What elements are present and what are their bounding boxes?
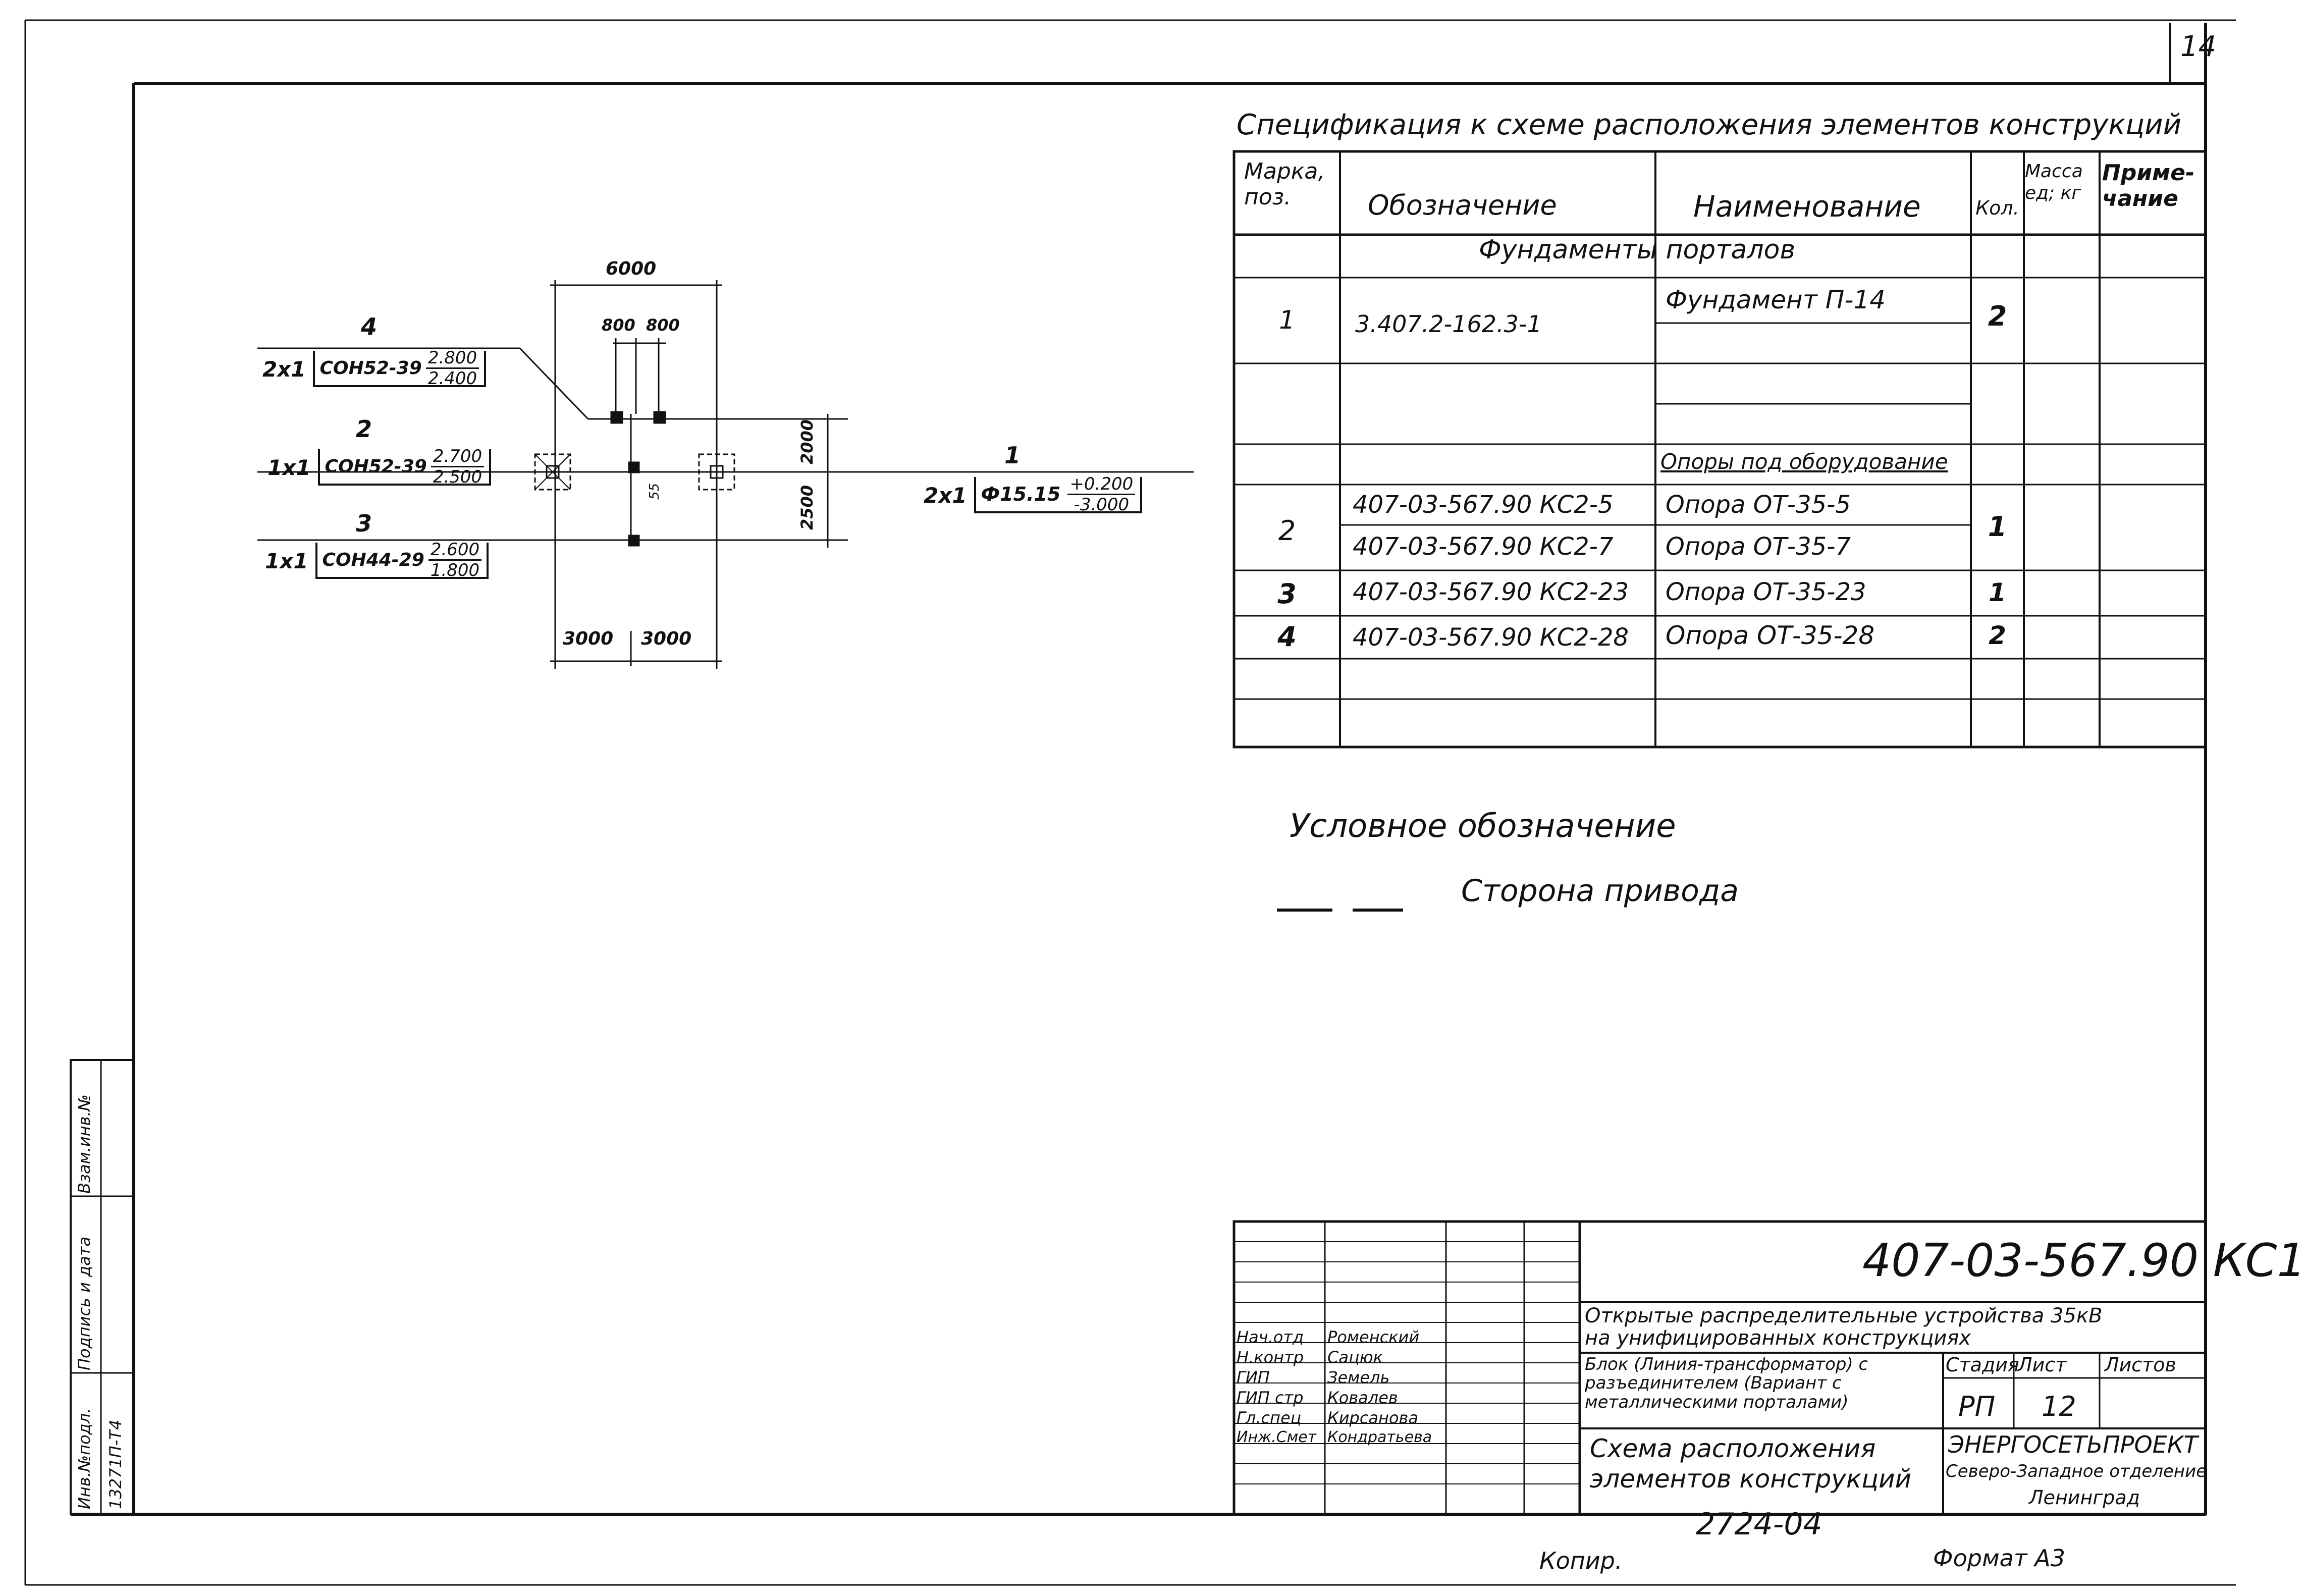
label-4-count: 2х1 <box>262 356 306 382</box>
dim-55: 55 <box>647 483 662 500</box>
role-5: Гл.спец <box>1237 1408 1302 1427</box>
row-3-designation: 407-03-567.90 КС2-23 <box>1353 578 1629 606</box>
header-designation: Обозначение <box>1368 189 1557 221</box>
label-1-count: 2х1 <box>924 483 967 508</box>
label-1: 2х1 Ф15.15 +0.200-3.000 <box>924 475 1143 515</box>
label-3-top: 2.600 <box>428 541 482 561</box>
name-2: Сацюк <box>1327 1348 1383 1367</box>
role-1: Нач.отд <box>1237 1327 1304 1347</box>
stamp-sign: Подпись и дата <box>75 1236 94 1370</box>
name-1: Роменский <box>1327 1327 1420 1347</box>
header-mark: Марка, поз. <box>1244 158 1325 210</box>
org-branch: Северо-Западное отделение <box>1946 1461 2207 1481</box>
dim-6000: 6000 <box>606 258 657 279</box>
dim-2500: 2500 <box>797 485 817 530</box>
label-4-bottom: 2.400 <box>427 368 477 389</box>
row-4-designation: 407-03-567.90 КС2-28 <box>1353 623 1629 652</box>
org-city: Ленинград <box>2029 1486 2140 1509</box>
legend-title: Условное обозначение <box>1290 808 1676 845</box>
label-4-type: СОН52-39 <box>319 357 422 379</box>
dim-2000: 2000 <box>797 419 817 464</box>
label-3-number: 3 <box>356 510 372 537</box>
spec-title: Спецификация к схеме расположения элемен… <box>1237 109 2182 141</box>
bottom-copied: Копир. <box>1539 1547 1623 1574</box>
name-6: Кондратьева <box>1327 1428 1432 1446</box>
header-note: Приме- чание <box>2102 160 2195 211</box>
doc-code: 407-03-567.90 КС1 <box>1862 1234 2306 1287</box>
label-1-bottom: -3.000 <box>1074 494 1130 515</box>
row-2-qty: 1 <box>1988 511 2007 543</box>
bottom-number: 2724-04 <box>1696 1507 1822 1542</box>
label-3-count: 1х1 <box>265 548 308 573</box>
label-1-number: 1 <box>1004 442 1021 469</box>
sheet-number: 14 <box>2180 30 2217 63</box>
row-1-designation: 3.407.2-162.3-1 <box>1355 310 1542 338</box>
row-3-name: Опора ОТ-35-23 <box>1666 578 1866 606</box>
role-4: ГИП стр <box>1237 1388 1304 1407</box>
project-title: Открытые распределительные устройства 35… <box>1585 1304 2103 1350</box>
label-3-bottom: 1.800 <box>430 560 480 580</box>
sheet-value: 12 <box>2042 1391 2076 1422</box>
org-name: ЭНЕРГОСЕТЬПРОЕКТ <box>1948 1431 2198 1458</box>
label-2-top: 2.700 <box>431 448 485 467</box>
row-2-pos: 2 <box>1278 515 1296 547</box>
block-title: Блок (Линия-трансформатор) с разъедините… <box>1585 1354 1868 1412</box>
dim-800-b: 800 <box>646 315 680 335</box>
row-2-designation: 407-03-567.90 КС2-5 <box>1353 491 1614 519</box>
stamp-vzam: Взам.инв.№ <box>75 1094 94 1194</box>
dim-800-a: 800 <box>602 315 635 335</box>
name-5: Кирсанова <box>1327 1408 1418 1427</box>
legend-item: Сторона привода <box>1461 873 1739 909</box>
role-3: ГИП <box>1237 1368 1270 1387</box>
row-2b-name: Опора ОТ-35-7 <box>1666 533 1851 561</box>
row-1-qty: 2 <box>1988 300 2007 332</box>
sheets-label: Листов <box>2105 1354 2176 1376</box>
stamp-inv-value: 13271П-Т4 <box>106 1419 125 1509</box>
row-2-name: Опора ОТ-35-5 <box>1666 491 1851 519</box>
row-3-qty: 1 <box>1989 578 2006 607</box>
row-4-name: Опора ОТ-35-28 <box>1666 621 1875 650</box>
label-1-bracket: Ф15.15 +0.200-3.000 <box>974 475 1143 515</box>
dim-3000-a: 3000 <box>563 628 614 649</box>
header-qty: Кол. <box>1975 197 2019 219</box>
stamp-inv: Инв.№подл. <box>75 1408 94 1509</box>
label-2-type: СОН52-39 <box>325 456 427 477</box>
header-name: Наименование <box>1693 189 1921 224</box>
row-4-pos: 4 <box>1277 621 1297 653</box>
label-3-type: СОН44-29 <box>322 549 424 570</box>
label-2-number: 2 <box>356 415 372 443</box>
label-4-number: 4 <box>361 313 378 340</box>
label-4-top: 2.800 <box>425 349 479 369</box>
sheet-label: Лист <box>2018 1354 2067 1376</box>
row-1-name: Фундамент П-14 <box>1666 285 1886 314</box>
drawing-title: Схема расположения элементов конструкций <box>1590 1434 1912 1494</box>
name-4: Ковалев <box>1327 1388 1398 1407</box>
label-2-bottom: 2.500 <box>433 466 482 487</box>
dim-3000-b: 3000 <box>641 628 692 649</box>
name-3: Земель <box>1327 1368 1390 1387</box>
row-3-pos: 3 <box>1277 578 1297 610</box>
stage-label: Стадия <box>1946 1354 2019 1376</box>
section-foundations: Фундаменты порталов <box>1479 235 1796 265</box>
bottom-format: Формат А3 <box>1933 1545 2065 1572</box>
row-1-pos: 1 <box>1279 305 1295 335</box>
role-6: Инж.Смет <box>1237 1428 1317 1446</box>
label-1-type: Ф15.15 <box>981 483 1061 505</box>
header-mass: Масса ед; кг <box>2025 161 2083 204</box>
stage-value: РП <box>1958 1391 1996 1422</box>
label-1-top: +0.200 <box>1067 475 1136 495</box>
section-supports: Опоры под оборудование <box>1660 449 1948 474</box>
role-2: Н.контр <box>1237 1348 1304 1367</box>
row-4-qty: 2 <box>1989 621 2006 650</box>
row-2b-designation: 407-03-567.90 КС2-7 <box>1353 533 1614 561</box>
label-2-count: 1х1 <box>267 455 311 480</box>
